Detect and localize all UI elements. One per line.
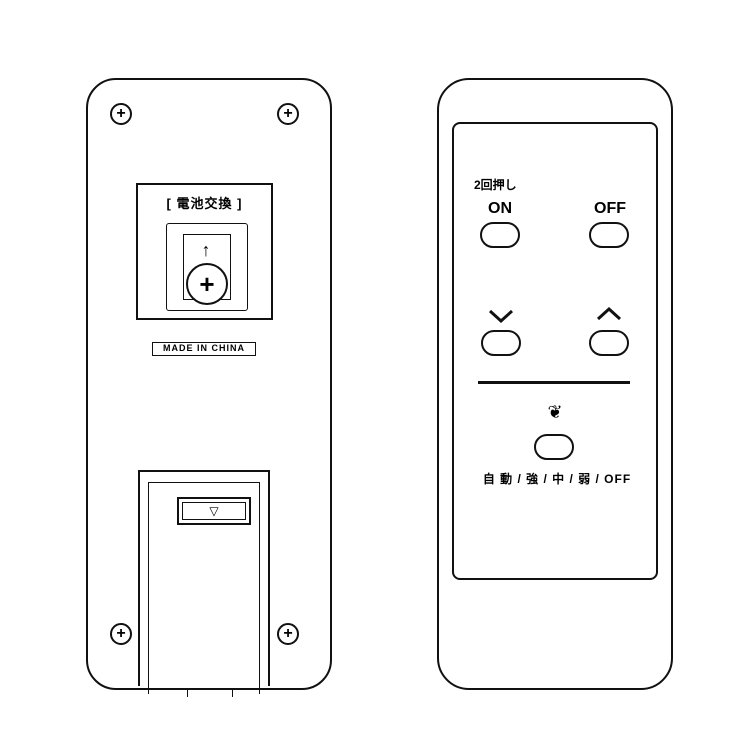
screw-glyph: + [116, 105, 126, 122]
battery-cover[interactable]: ▽ [138, 470, 270, 697]
up-button[interactable] [589, 330, 629, 356]
on-label: ON [488, 200, 512, 217]
screw-glyph: + [283, 105, 293, 122]
latch-screw-icon: + [186, 263, 228, 305]
screw-icon: + [277, 623, 299, 645]
fan-icon: ❦ [547, 402, 563, 422]
fan-mode-button[interactable] [534, 434, 574, 460]
screw-icon: + [110, 623, 132, 645]
triangle-down-icon: ▽ [182, 502, 246, 520]
cover-tab [187, 689, 233, 697]
battery-cover-inner: ▽ [148, 482, 260, 697]
battery-latch[interactable]: ↑ + [166, 223, 248, 311]
on-button[interactable] [480, 222, 520, 248]
battery-replacement-panel: [ 電池交換 ] ↑ + [136, 183, 273, 320]
off-button[interactable] [589, 222, 629, 248]
down-button[interactable] [481, 330, 521, 356]
arrow-up-icon: ↑ [201, 239, 211, 260]
latch-slot: ↑ + [183, 234, 231, 305]
screw-icon: + [277, 103, 299, 125]
fan-mode-label: 自 動 / 強 / 中 / 弱 / OFF [482, 472, 632, 486]
off-label: OFF [594, 200, 626, 217]
divider [478, 381, 630, 384]
screw-glyph: + [283, 625, 293, 642]
cover-release-slot[interactable]: ▽ [177, 497, 251, 525]
battery-replacement-label: [ 電池交換 ] [166, 196, 243, 211]
chevron-down-icon [488, 309, 514, 324]
press-twice-label: 2回押し [474, 178, 517, 192]
screw-icon: + [110, 103, 132, 125]
screw-glyph: + [116, 625, 126, 642]
made-in-label: MADE IN CHINA [152, 342, 256, 356]
chevron-up-icon [596, 306, 622, 321]
